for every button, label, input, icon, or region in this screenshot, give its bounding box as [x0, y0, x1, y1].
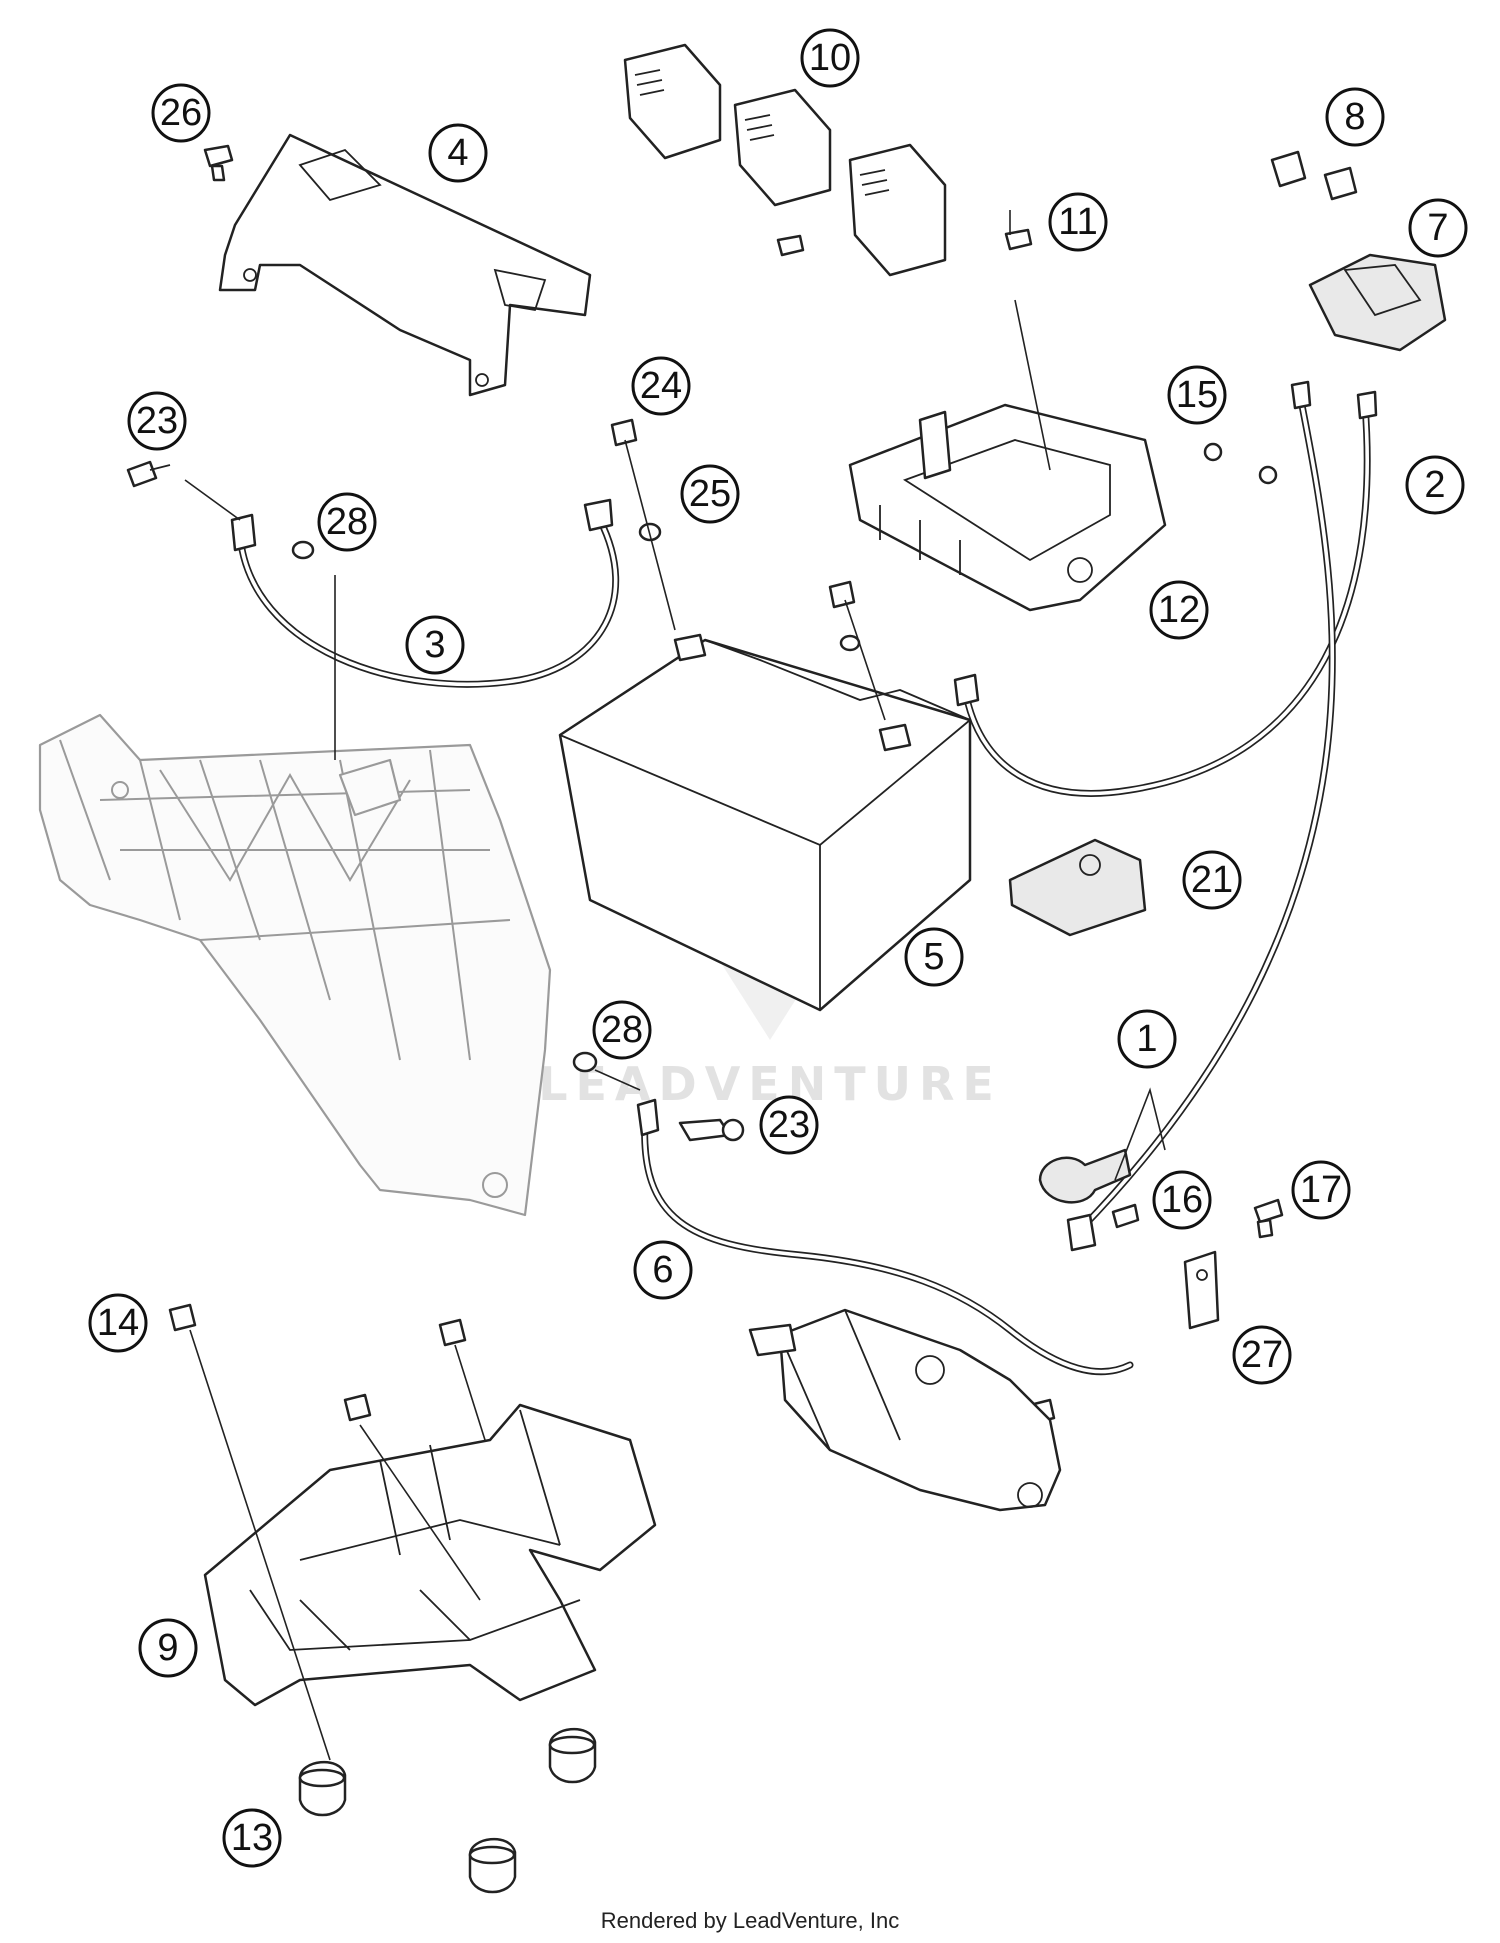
starter-motor — [748, 1308, 1062, 1512]
callout-16: 16 — [1152, 1170, 1212, 1230]
callout-9-label: 9 — [157, 1627, 178, 1669]
part-8-fuses — [1270, 150, 1358, 201]
part-28-washer-bottom — [572, 1051, 598, 1073]
callout-1-label: 1 — [1136, 1018, 1157, 1060]
callouts: 26 4 10 8 11 7 23 24 15 2 28 25 12 3 21 … — [88, 28, 1468, 1868]
part-23-bolt-top — [126, 460, 171, 488]
part-5-battery — [558, 633, 972, 1012]
callout-8: 8 — [1325, 87, 1385, 147]
part-13-rubber-mounts — [298, 1727, 597, 1894]
part-4-bracket — [218, 133, 592, 397]
callout-28-bottom: 28 — [592, 1000, 652, 1060]
relay-3 — [848, 143, 947, 277]
callout-26-label: 26 — [160, 92, 202, 134]
callout-28-top: 28 — [317, 492, 377, 552]
part-24-nut — [610, 418, 638, 447]
callout-25: 25 — [680, 464, 740, 524]
callout-1: 1 — [1117, 1009, 1177, 1069]
relay-1 — [623, 43, 722, 160]
callout-12: 12 — [1149, 580, 1209, 640]
part-16-screw — [1111, 1203, 1140, 1229]
callout-6: 6 — [633, 1240, 693, 1300]
part-11-screws — [776, 228, 1033, 257]
callout-23-bottom: 23 — [759, 1095, 819, 1155]
callout-9: 9 — [138, 1618, 198, 1678]
part-battery-nut-right — [828, 580, 861, 652]
part-14-screws — [168, 1303, 467, 1422]
part-9-battery-tray — [203, 1403, 657, 1707]
callout-24-label: 24 — [640, 365, 682, 407]
part-12-fuse-box — [848, 403, 1167, 612]
callout-28-bottom-label: 28 — [601, 1009, 643, 1051]
credit-text: Rendered by LeadVenture, Inc — [601, 1908, 899, 1933]
callout-5: 5 — [904, 927, 964, 987]
part-10-relays — [623, 43, 947, 277]
callout-8-label: 8 — [1344, 96, 1365, 138]
part-1-cable — [1038, 380, 1336, 1252]
callout-17: 17 — [1291, 1160, 1351, 1220]
callout-2: 2 — [1405, 455, 1465, 515]
callout-7: 7 — [1408, 198, 1468, 258]
callout-6-label: 6 — [652, 1249, 673, 1291]
callout-15-label: 15 — [1176, 374, 1218, 416]
part-17-screw — [1253, 1198, 1284, 1239]
callout-13-label: 13 — [231, 1817, 273, 1859]
callout-2-label: 2 — [1424, 464, 1445, 506]
callout-10-label: 10 — [809, 37, 851, 79]
callout-12-label: 12 — [1158, 589, 1200, 631]
callout-14: 14 — [88, 1293, 148, 1353]
callout-11: 11 — [1048, 192, 1108, 252]
part-28-washer-top — [291, 540, 315, 560]
part-2-cable — [953, 390, 1378, 797]
callout-21: 21 — [1182, 850, 1242, 910]
part-27-terminal — [1183, 1250, 1220, 1330]
callout-17-label: 17 — [1300, 1169, 1342, 1211]
callout-23-bottom-label: 23 — [768, 1104, 810, 1146]
callout-5-label: 5 — [923, 936, 944, 978]
part-3-cable — [230, 498, 620, 688]
callout-26: 26 — [151, 83, 211, 143]
callout-4-label: 4 — [447, 132, 468, 174]
callout-25-label: 25 — [689, 473, 731, 515]
callout-13: 13 — [222, 1808, 282, 1868]
leader-lines — [184, 210, 1166, 1761]
callout-10: 10 — [800, 28, 860, 88]
part-23-bolt-bottom — [678, 1118, 745, 1142]
callout-27: 27 — [1232, 1325, 1292, 1385]
callout-23-top: 23 — [127, 391, 187, 451]
callout-28-top-label: 28 — [326, 501, 368, 543]
callout-15: 15 — [1167, 365, 1227, 425]
callout-21-label: 21 — [1191, 859, 1233, 901]
callout-16-label: 16 — [1161, 1179, 1203, 1221]
callout-3: 3 — [405, 615, 465, 675]
relay-2 — [733, 88, 832, 207]
callout-27-label: 27 — [1241, 1334, 1283, 1376]
watermark-text: LEADVENTURE — [538, 1057, 1002, 1111]
part-7-fuse-holder — [1308, 253, 1447, 352]
frame — [38, 713, 552, 1217]
callout-24: 24 — [631, 356, 691, 416]
callout-4: 4 — [428, 123, 488, 183]
callout-7-label: 7 — [1427, 207, 1448, 249]
callout-11-label: 11 — [1058, 201, 1097, 243]
callout-3-label: 3 — [424, 624, 445, 666]
part-21-terminal-cover — [1008, 838, 1147, 937]
callout-23-top-label: 23 — [136, 400, 178, 442]
callout-14-label: 14 — [97, 1302, 139, 1344]
part-15-screws — [1203, 442, 1278, 485]
part-26-screw — [203, 144, 234, 182]
